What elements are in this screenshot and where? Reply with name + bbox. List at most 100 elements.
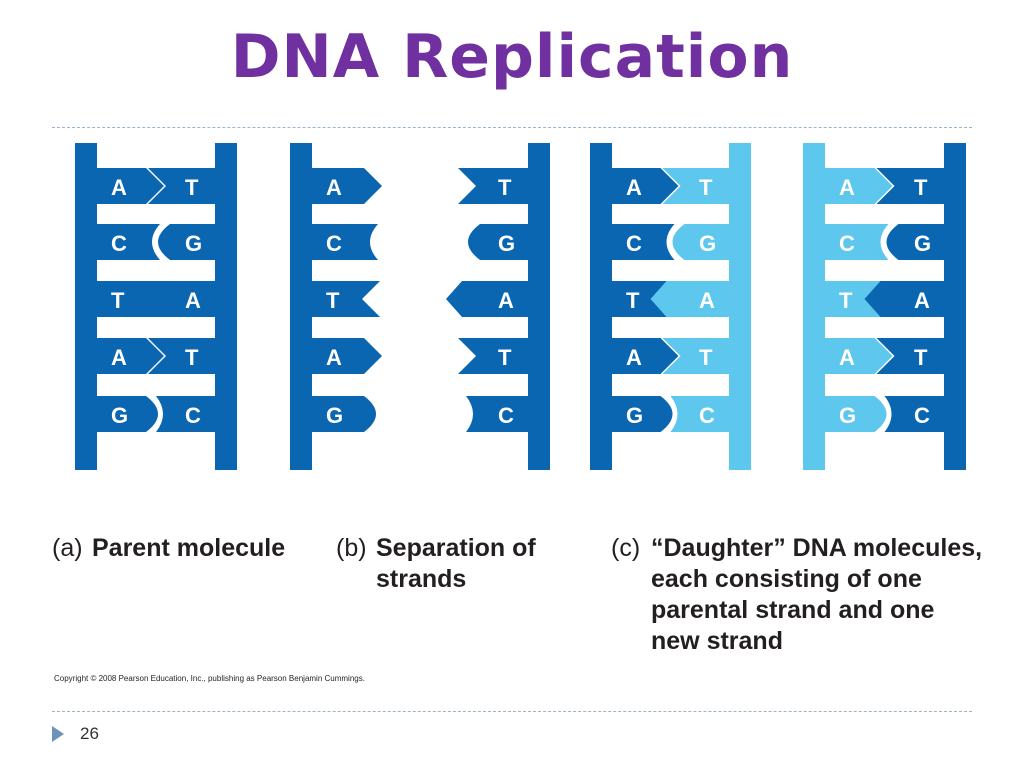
base-t-left xyxy=(311,281,380,317)
base-c-left xyxy=(611,224,675,260)
base-label-left: G xyxy=(626,403,643,428)
left-strand-backbone xyxy=(290,143,312,470)
caption-b-line-2: strands xyxy=(376,565,467,593)
base-g-left xyxy=(611,396,673,432)
base-label-right: T xyxy=(699,175,713,200)
caption-b-letter: (b) xyxy=(336,534,367,562)
caption-c-letter: (c) xyxy=(611,534,641,562)
base-label-left: T xyxy=(839,288,853,313)
base-g-left xyxy=(96,396,158,432)
base-c-left xyxy=(311,224,378,260)
base-a-left xyxy=(311,338,382,374)
caption-c-line-3: parental strand and one xyxy=(651,596,935,624)
base-label-right: C xyxy=(498,403,514,428)
base-label-left: C xyxy=(326,231,342,256)
base-label-right: A xyxy=(914,288,930,313)
base-g-right xyxy=(158,224,216,260)
base-label-right: T xyxy=(914,345,928,370)
caption-a: (a) Parent molecule xyxy=(52,533,302,565)
base-t-right xyxy=(458,168,529,204)
base-label-left: G xyxy=(326,403,343,428)
base-c-left xyxy=(824,224,889,260)
caption-b: (b) Separation of strands xyxy=(336,533,566,597)
base-a-left xyxy=(824,168,893,204)
base-label-left: C xyxy=(111,231,127,256)
right-strand-backbone xyxy=(944,143,966,470)
base-g-left xyxy=(311,396,376,432)
bottom-divider xyxy=(52,711,972,712)
caption-a-text: Parent molecule xyxy=(92,534,286,562)
base-g-right xyxy=(886,224,945,260)
base-g-right xyxy=(672,224,730,260)
right-strand-backbone xyxy=(729,143,751,470)
base-t-right xyxy=(876,168,945,204)
base-a-left xyxy=(96,168,164,204)
top-divider xyxy=(52,127,972,128)
base-t-right xyxy=(662,168,730,204)
base-label-right: C xyxy=(699,403,715,428)
base-label-left: A xyxy=(839,175,855,200)
caption-c-line-1: “Daughter” DNA molecules, xyxy=(651,534,983,562)
base-label-right: G xyxy=(498,231,515,256)
base-c-left xyxy=(96,224,160,260)
base-label-left: A xyxy=(626,175,642,200)
base-label-left: A xyxy=(326,345,342,370)
caption-a-letter: (a) xyxy=(52,534,83,562)
base-a-right xyxy=(864,281,945,317)
base-label-left: G xyxy=(839,403,856,428)
right-strand-backbone xyxy=(528,143,550,470)
base-a-left xyxy=(611,338,679,374)
base-a-right xyxy=(446,281,529,317)
caption-c: (c) “Daughter” DNA molecules, each consi… xyxy=(611,533,991,663)
base-t-right xyxy=(148,168,216,204)
base-label-left: A xyxy=(839,345,855,370)
base-label-right: T xyxy=(914,175,928,200)
base-label-left: C xyxy=(839,231,855,256)
base-label-right: T xyxy=(185,175,199,200)
dna-ladder-c2: A T C G T A A T G C xyxy=(803,143,966,470)
base-t-right xyxy=(458,338,529,374)
base-label-left: T xyxy=(626,288,640,313)
left-strand-backbone xyxy=(75,143,97,470)
base-label-left: T xyxy=(326,288,340,313)
play-arrow-icon xyxy=(52,726,64,742)
copyright-notice: Copyright © 2008 Pearson Education, Inc.… xyxy=(54,674,365,683)
base-label-right: T xyxy=(498,345,512,370)
base-a-left xyxy=(824,338,893,374)
page-number: 26 xyxy=(80,724,99,743)
base-label-left: G xyxy=(111,403,128,428)
base-label-right: G xyxy=(914,231,931,256)
caption-c-line-2: each consisting of one xyxy=(651,565,922,593)
base-label-left: A xyxy=(326,175,342,200)
base-a-left xyxy=(96,338,164,374)
caption-c-line-4: new strand xyxy=(651,627,783,655)
base-label-left: A xyxy=(111,175,127,200)
left-strand-backbone xyxy=(803,143,825,470)
right-strand-backbone xyxy=(215,143,237,470)
base-c-right xyxy=(670,396,730,432)
base-label-right: A xyxy=(185,288,201,313)
base-g-left xyxy=(824,396,887,432)
base-label-right: C xyxy=(914,403,930,428)
base-label-left: T xyxy=(111,288,125,313)
base-label-right: G xyxy=(185,231,202,256)
base-label-right: C xyxy=(185,403,201,428)
base-c-right xyxy=(156,396,216,432)
base-label-right: T xyxy=(498,175,512,200)
base-label-right: A xyxy=(699,288,715,313)
base-t-right xyxy=(148,338,216,374)
base-label-left: C xyxy=(626,231,642,256)
base-label-right: T xyxy=(699,345,713,370)
base-a-right xyxy=(650,281,730,317)
base-c-right xyxy=(466,396,529,432)
base-a-left xyxy=(611,168,679,204)
base-a-left xyxy=(311,168,382,204)
base-c-right xyxy=(884,396,945,432)
base-a-right xyxy=(136,281,216,317)
page-title: DNA Replication xyxy=(230,22,794,92)
base-label-right: G xyxy=(699,231,716,256)
